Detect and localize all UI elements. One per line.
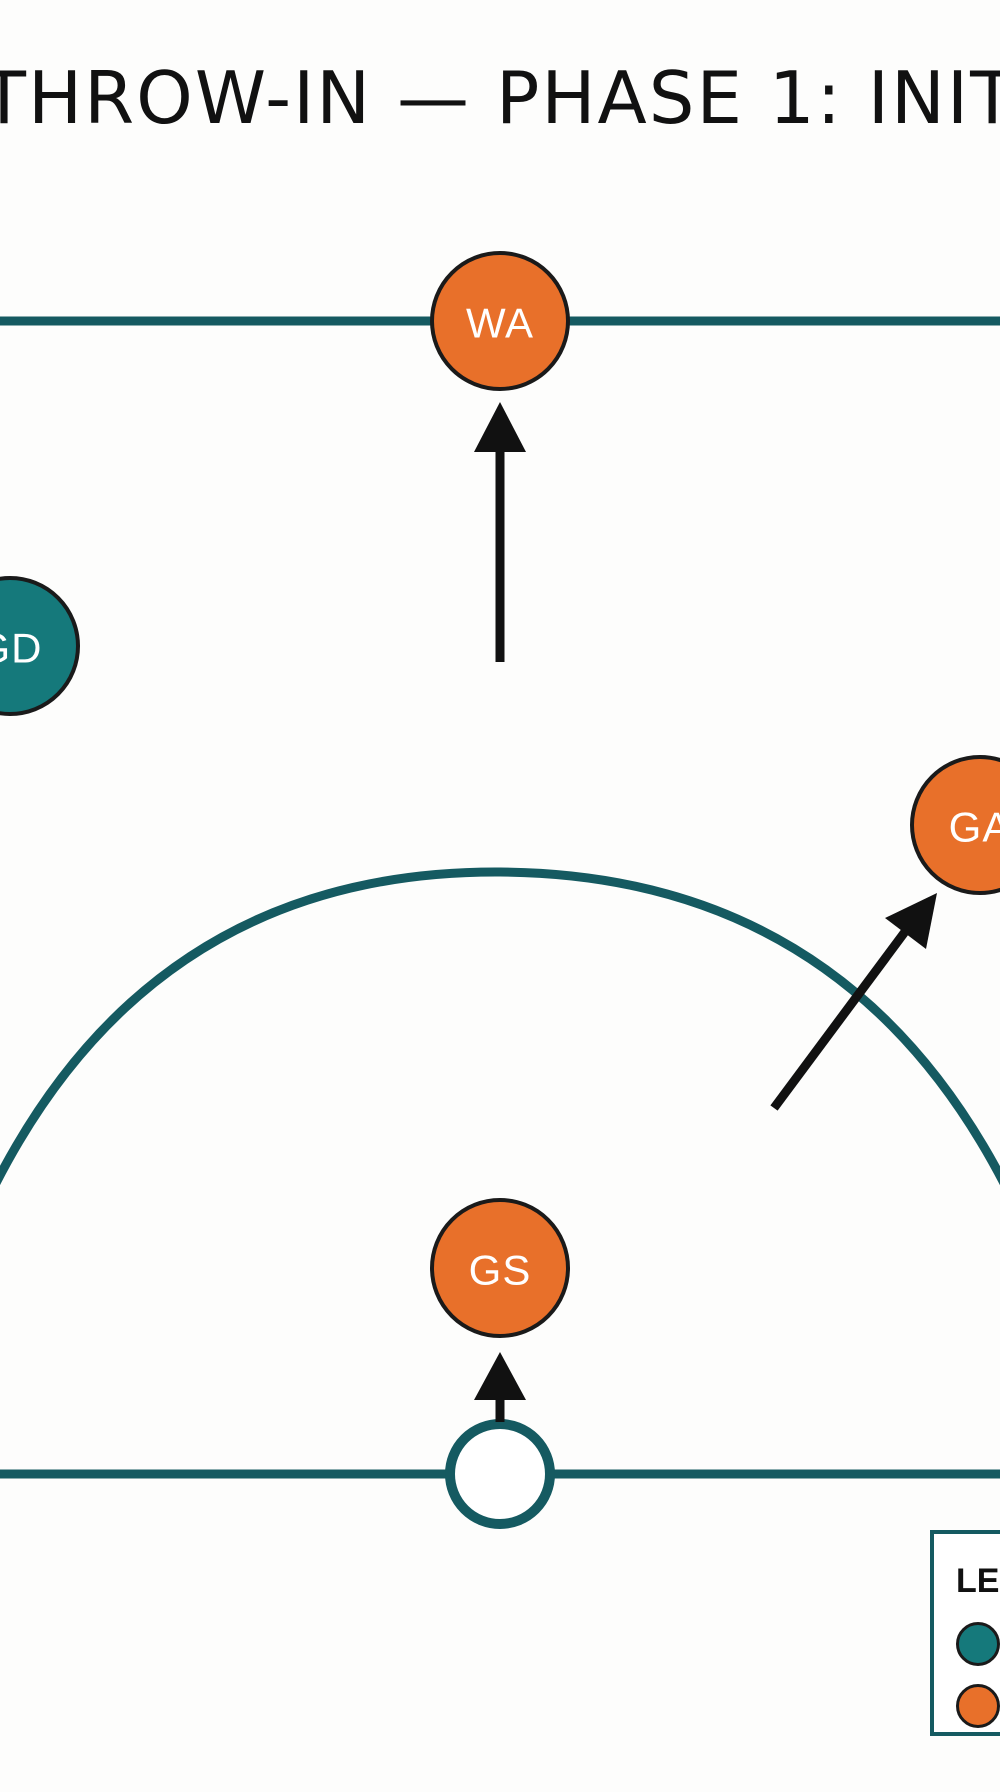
player-gd-marker [0, 576, 80, 716]
movement-arrow-wa [474, 402, 526, 662]
player-ga-marker [910, 755, 1000, 895]
player-wa-marker [430, 251, 570, 391]
legend-title: LE [956, 1562, 1000, 1600]
player-gs-marker [430, 1198, 570, 1338]
player-ga-label: GA [949, 804, 1000, 851]
player-wa: WA [430, 251, 570, 391]
player-gd: GD [0, 576, 80, 716]
player-wa-label: WA [466, 300, 534, 347]
movement-arrow-ga [770, 893, 937, 1111]
diagram-title: THROW-IN — PHASE 1: INIT [0, 56, 1000, 140]
legend: LE [930, 1530, 1000, 1736]
legend-swatch-attack [956, 1684, 1000, 1728]
player-ga: GA [910, 755, 1000, 895]
goal-post [445, 1419, 555, 1529]
player-gs-label: GS [469, 1247, 532, 1294]
player-gs: GS [430, 1198, 570, 1338]
shooting-circle [0, 867, 1000, 1186]
movement-arrow-gs [474, 1352, 526, 1422]
player-gd-label: GD [0, 625, 43, 672]
legend-swatch-defence [956, 1622, 1000, 1666]
